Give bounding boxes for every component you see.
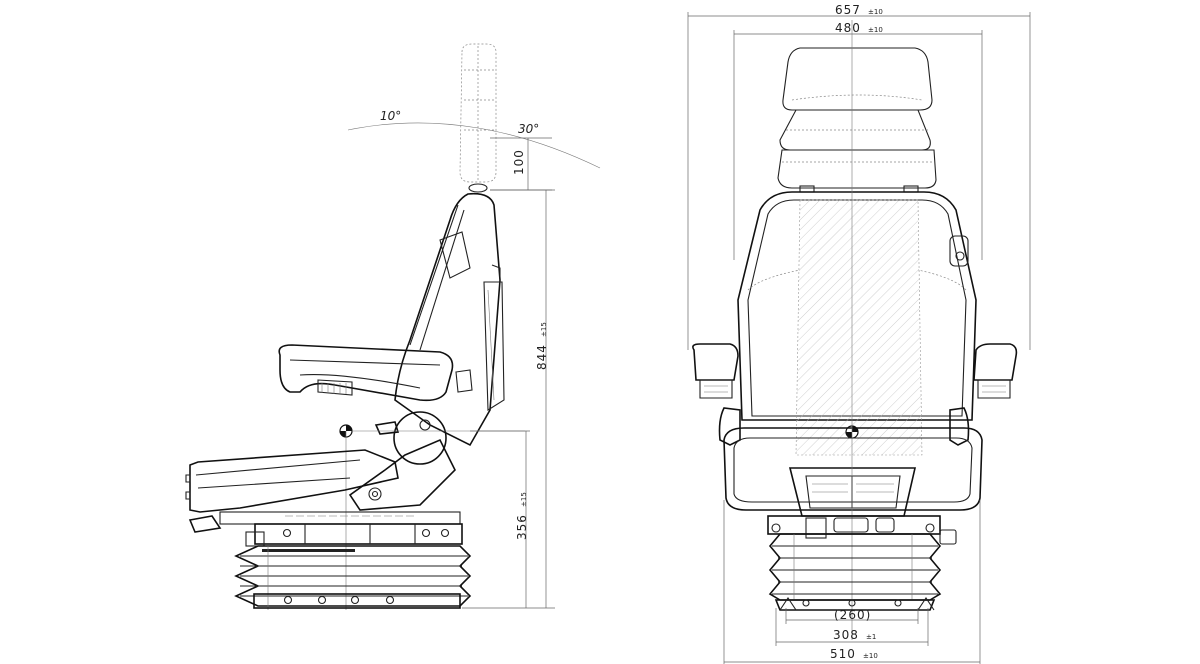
overall-width-dimension: 657 ±10 bbox=[687, 0, 1031, 350]
seat-cushion bbox=[278, 344, 473, 402]
overall-width-label: 657 ±10 bbox=[835, 0, 883, 18]
headrest-travel-label: 100 bbox=[512, 149, 526, 175]
front-headrest bbox=[777, 47, 937, 193]
suspension-width-dimension: 510 ±10 bbox=[723, 500, 981, 664]
headrest bbox=[459, 43, 497, 193]
front-view: 657 ±10 480 ±10 bbox=[687, 0, 1031, 664]
backrest-width-dimension: 480 ±10 bbox=[733, 17, 983, 260]
side-knob bbox=[949, 235, 969, 267]
backrest-hatched-panel bbox=[795, 199, 923, 456]
lumbar-knob bbox=[439, 231, 471, 279]
total-height-dimension: 844 ±15 bbox=[462, 189, 555, 609]
angle-forward-label: 10° bbox=[380, 109, 401, 123]
headrest-travel-dimension: 100 bbox=[490, 137, 552, 191]
headrest-angle-arc bbox=[347, 122, 601, 169]
side-view: 10° 30° 100 bbox=[185, 43, 601, 610]
backrest-width-label: 480 ±10 bbox=[835, 17, 883, 36]
backrest bbox=[394, 192, 505, 447]
seat-height-dimension: 356 ±15 bbox=[470, 430, 530, 608]
front-mechanism bbox=[767, 515, 957, 545]
seat-height-label: 356 ±15 bbox=[511, 492, 530, 540]
side-bellows bbox=[234, 545, 472, 610]
total-height-label: 844 ±15 bbox=[531, 322, 550, 370]
angle-back-label: 30° bbox=[518, 122, 539, 136]
suspension-arm bbox=[348, 411, 456, 511]
base-width-label: 308 ±1 bbox=[833, 624, 876, 643]
front-bellows bbox=[768, 533, 942, 611]
slide-rail bbox=[188, 511, 463, 547]
suspension-width-label: 510 ±10 bbox=[830, 643, 878, 662]
front-backrest bbox=[737, 191, 977, 456]
left-armrest bbox=[692, 343, 741, 446]
mount-spacing-dimension: (260) bbox=[785, 608, 919, 624]
seat-pan bbox=[185, 449, 399, 513]
right-armrest bbox=[949, 343, 1018, 446]
base-width-dimension: 308 ±1 bbox=[775, 608, 929, 646]
mount-spacing-label: (260) bbox=[834, 608, 871, 622]
